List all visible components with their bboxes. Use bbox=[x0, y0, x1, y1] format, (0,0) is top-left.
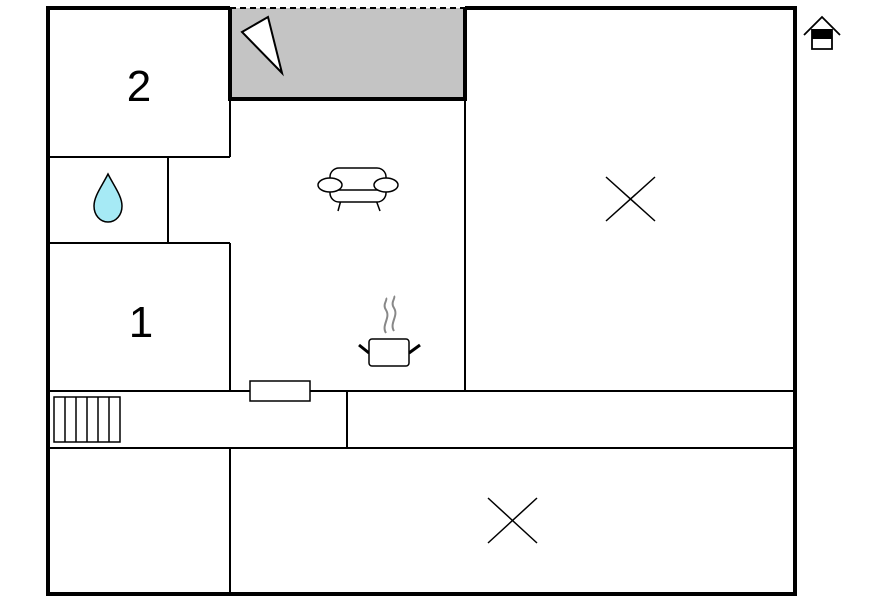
room-label-1: 1 bbox=[129, 298, 153, 347]
sofa-icon bbox=[317, 167, 399, 212]
window-marker bbox=[249, 380, 311, 402]
interior-walls bbox=[48, 8, 795, 594]
house-icon bbox=[803, 15, 841, 50]
cooking-pot-icon bbox=[358, 295, 421, 367]
cross-icon bbox=[605, 176, 656, 222]
room-label-2: 2 bbox=[127, 62, 151, 111]
cross-icon bbox=[487, 497, 538, 544]
stairs-icon bbox=[53, 396, 121, 443]
outer-wall bbox=[46, 6, 797, 596]
water-drop-icon bbox=[93, 172, 123, 223]
compass-icon bbox=[240, 15, 284, 77]
